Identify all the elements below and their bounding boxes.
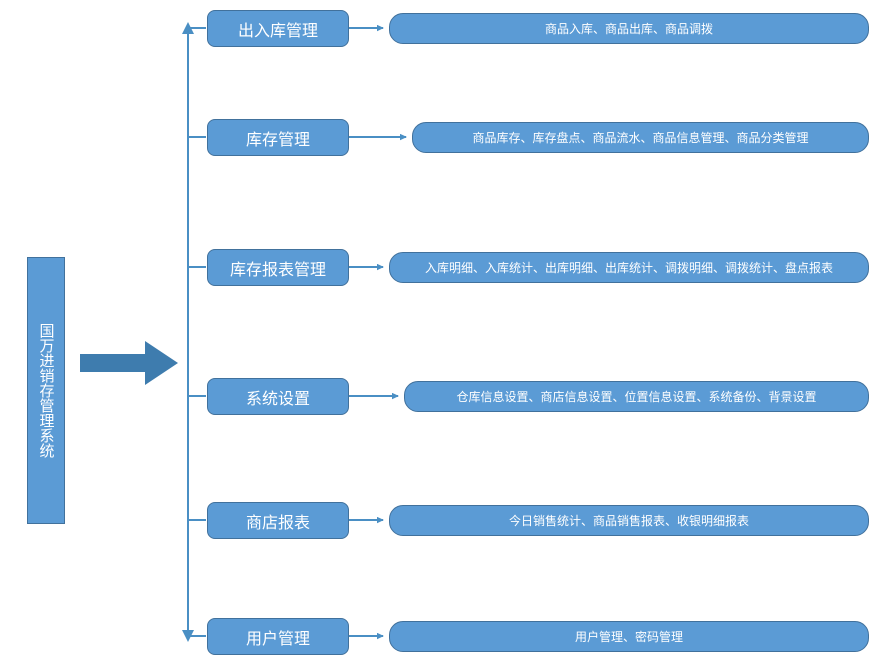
detail-box-1[interactable]: 商品入库、商品出库、商品调拨 [389, 13, 869, 44]
root-system-label: 国万进销存管理系统 [37, 323, 56, 458]
detail-label-6: 用户管理、密码管理 [574, 630, 683, 644]
module-box-4[interactable]: 系统设置 [207, 378, 349, 415]
module-box-3[interactable]: 库存报表管理 [207, 249, 349, 286]
module-label-5: 商店报表 [245, 512, 310, 532]
detail-box-3[interactable]: 入库明细、入库统计、出库明细、出库统计、调拨明细、调拨统计、盘点报表 [389, 252, 869, 283]
module-label-1: 出入库管理 [237, 20, 318, 40]
module-box-6[interactable]: 用户管理 [207, 618, 349, 655]
module-label-2: 库存管理 [245, 129, 310, 149]
detail-box-5[interactable]: 今日销售统计、商品销售报表、收银明细报表 [389, 505, 869, 536]
main-flow-arrow [80, 341, 178, 385]
module-label-4: 系统设置 [245, 388, 310, 408]
detail-box-4[interactable]: 仓库信息设置、商店信息设置、位置信息设置、系统备份、背景设置 [404, 381, 869, 412]
detail-label-2: 商品库存、库存盘点、商品流水、商品信息管理、商品分类管理 [472, 131, 809, 145]
detail-label-1: 商品入库、商品出库、商品调拨 [544, 22, 713, 36]
module-box-1[interactable]: 出入库管理 [207, 10, 349, 47]
root-system-box[interactable]: 国万进销存管理系统 [27, 257, 65, 524]
detail-box-2[interactable]: 商品库存、库存盘点、商品流水、商品信息管理、商品分类管理 [412, 122, 869, 153]
detail-box-6[interactable]: 用户管理、密码管理 [389, 621, 869, 652]
module-label-6: 用户管理 [245, 628, 310, 648]
detail-label-3: 入库明细、入库统计、出库明细、出库统计、调拨明细、调拨统计、盘点报表 [424, 261, 833, 275]
module-box-5[interactable]: 商店报表 [207, 502, 349, 539]
detail-label-5: 今日销售统计、商品销售报表、收银明细报表 [508, 514, 749, 528]
detail-label-4: 仓库信息设置、商店信息设置、位置信息设置、系统备份、背景设置 [456, 390, 817, 404]
module-label-3: 库存报表管理 [229, 259, 326, 279]
module-box-2[interactable]: 库存管理 [207, 119, 349, 156]
